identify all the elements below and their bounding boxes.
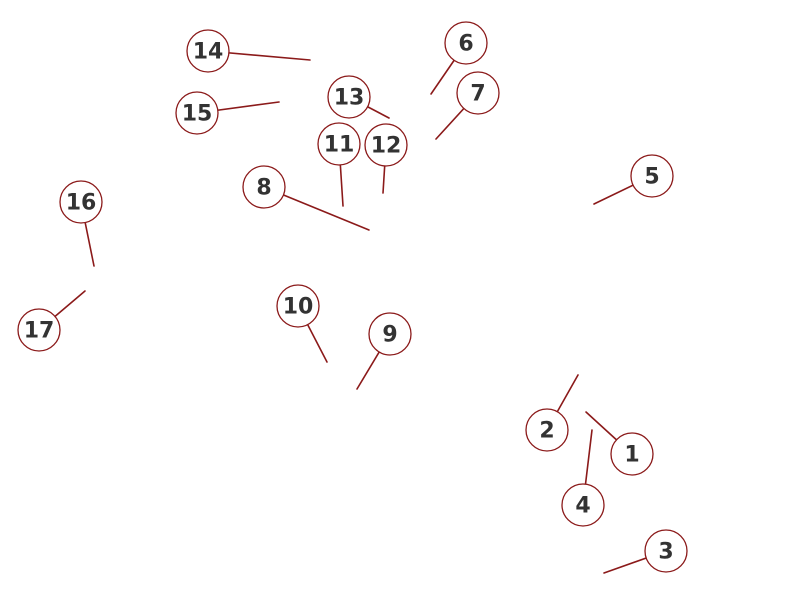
callout-2: 2 xyxy=(525,408,569,452)
callout-number: 13 xyxy=(334,86,365,111)
callout-circle xyxy=(175,91,219,135)
callout-9: 9 xyxy=(368,312,412,356)
callout-circle xyxy=(276,284,320,328)
callout-circle xyxy=(327,75,371,119)
callout-10: 10 xyxy=(276,284,320,328)
callout-number: 6 xyxy=(458,32,473,57)
callout-6: 6 xyxy=(444,21,488,65)
callout-number: 12 xyxy=(371,134,402,159)
callout-15: 15 xyxy=(175,91,219,135)
callout-number: 17 xyxy=(24,319,55,344)
callout-circle xyxy=(644,529,688,573)
callout-number: 2 xyxy=(539,419,554,444)
callout-5: 5 xyxy=(630,154,674,198)
callout-circle xyxy=(242,165,286,209)
callout-3: 3 xyxy=(644,529,688,573)
callout-number: 16 xyxy=(66,191,97,216)
callout-circle xyxy=(610,432,654,476)
callout-number: 4 xyxy=(575,494,590,519)
callout-11: 11 xyxy=(317,122,361,166)
callout-7: 7 xyxy=(456,71,500,115)
callout-circle xyxy=(368,312,412,356)
callout-circle xyxy=(59,180,103,224)
callout-4: 4 xyxy=(561,483,605,527)
callout-1: 1 xyxy=(610,432,654,476)
callout-number: 14 xyxy=(193,40,224,65)
callout-circle xyxy=(186,29,230,73)
callout-circle xyxy=(456,71,500,115)
callout-17: 17 xyxy=(17,308,61,352)
callout-number: 3 xyxy=(658,540,673,565)
callout-number: 8 xyxy=(256,176,271,201)
callout-circle xyxy=(364,123,408,167)
callout-circle xyxy=(317,122,361,166)
callout-14: 14 xyxy=(186,29,230,73)
callout-circle xyxy=(525,408,569,452)
callout-circle xyxy=(17,308,61,352)
callout-number: 15 xyxy=(182,102,213,127)
callout-16: 16 xyxy=(59,180,103,224)
callout-number: 7 xyxy=(470,82,485,107)
callout-number: 1 xyxy=(624,443,639,468)
callout-13: 13 xyxy=(327,75,371,119)
callout-circle xyxy=(444,21,488,65)
callout-number: 5 xyxy=(644,165,659,190)
callout-number: 11 xyxy=(324,133,355,158)
callout-number: 9 xyxy=(382,323,397,348)
callout-circle xyxy=(630,154,674,198)
callout-12: 12 xyxy=(364,123,408,167)
callout-8: 8 xyxy=(242,165,286,209)
callout-number: 10 xyxy=(283,295,314,320)
callout-circle xyxy=(561,483,605,527)
